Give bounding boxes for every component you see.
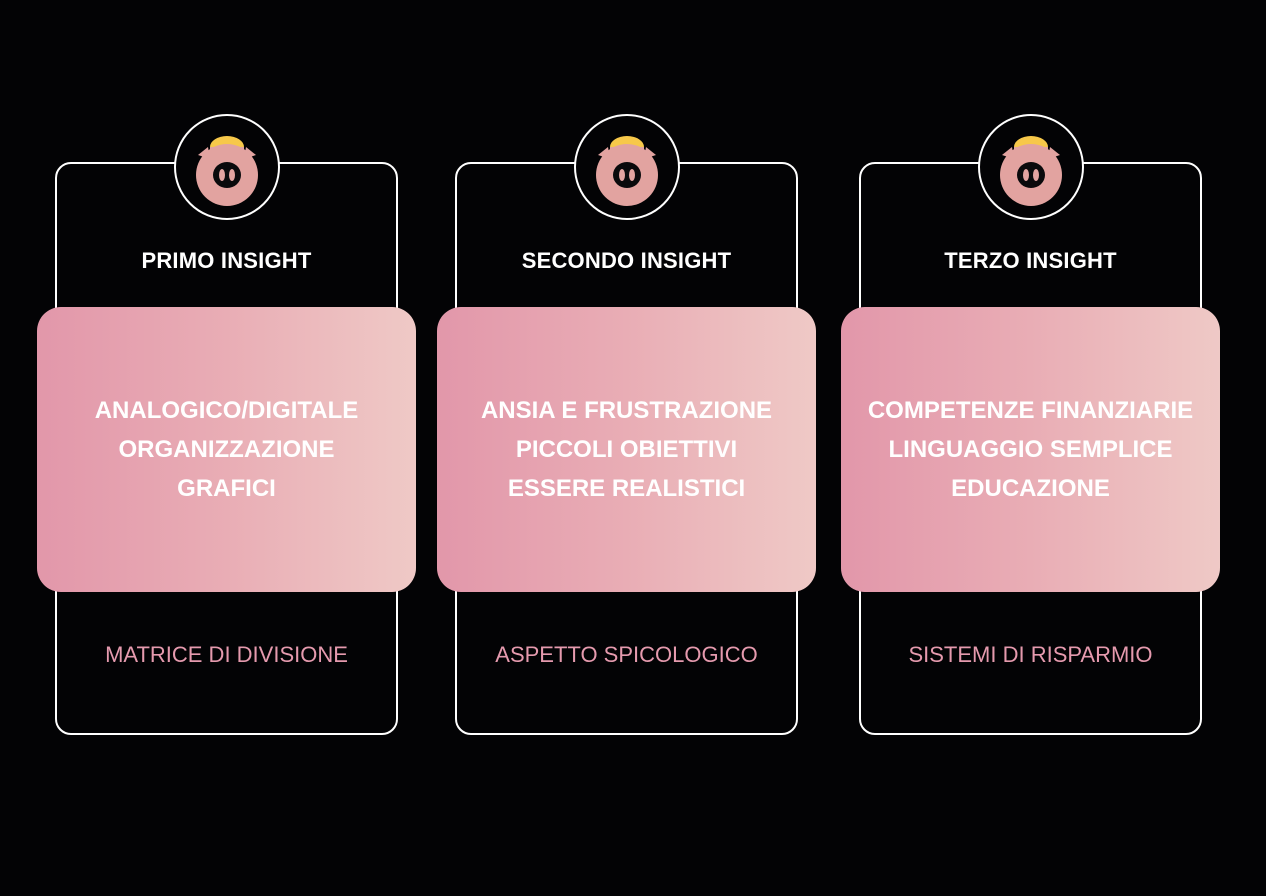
insight-card-terzo: TERZO INSIGHT COMPETENZE FINANZIARIE LIN… [841, 114, 1220, 735]
insight-panel: ANALOGICO/DIGITALE ORGANIZZAZIONE GRAFIC… [37, 307, 416, 592]
card-subtitle: SISTEMI DI RISPARMIO [908, 642, 1153, 667]
icon-badge [173, 114, 280, 220]
insight-panel: ANSIA E FRUSTRAZIONE PICCOLI OBIETTIVI E… [437, 307, 816, 592]
piggy-bank-icon [595, 136, 658, 206]
panel-line: EDUCAZIONE [951, 475, 1110, 502]
panel-line: ANALOGICO/DIGITALE [94, 397, 359, 424]
card-title: SECONDO INSIGHT [521, 248, 732, 273]
card-title: PRIMO INSIGHT [141, 248, 312, 273]
panel-line: GRAFICI [177, 475, 276, 502]
panel-line: ORGANIZZAZIONE [118, 436, 335, 463]
panel-line: LINGUAGGIO SEMPLICE [888, 436, 1173, 463]
icon-badge [573, 114, 680, 220]
insight-panel: COMPETENZE FINANZIARIE LINGUAGGIO SEMPLI… [841, 307, 1220, 592]
insight-card-primo: PRIMO INSIGHT ANALOGICO/DIGITALE ORGANIZ… [37, 114, 416, 735]
icon-badge [977, 114, 1084, 220]
card-subtitle: ASPETTO SPICOLOGICO [495, 642, 758, 667]
panel-line: ESSERE REALISTICI [507, 475, 746, 502]
panel-line: ANSIA E FRUSTRAZIONE [480, 397, 773, 424]
panel-line: PICCOLI OBIETTIVI [515, 436, 738, 463]
panel-line: COMPETENZE FINANZIARIE [867, 397, 1194, 424]
card-subtitle: MATRICE DI DIVISIONE [105, 642, 348, 667]
insight-card-secondo: SECONDO INSIGHT ANSIA E FRUSTRAZIONE PIC… [437, 114, 816, 735]
piggy-bank-icon [999, 136, 1062, 206]
card-title: TERZO INSIGHT [944, 248, 1117, 273]
piggy-bank-icon [195, 136, 258, 206]
